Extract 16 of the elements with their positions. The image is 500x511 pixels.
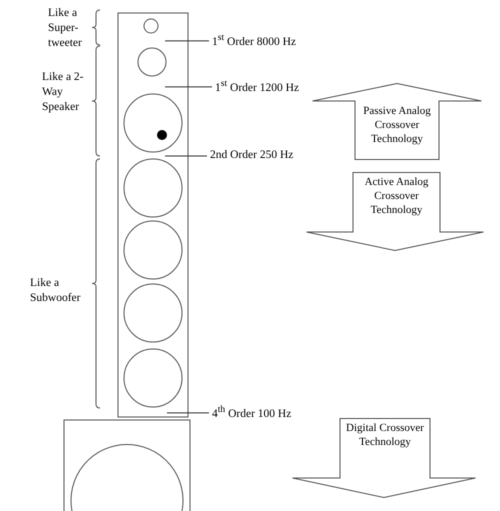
arrow-label: Digital Crossover Technology <box>345 421 425 449</box>
crossover-order-label: 4$^{th}$ Order 100 Hz <box>212 403 292 421</box>
speaker-role-label: Like a Super-tweeter <box>48 6 83 51</box>
leader-line <box>164 40 210 42</box>
block-arrow <box>306 172 484 251</box>
leader-line <box>166 412 210 414</box>
block-arrow <box>312 83 482 160</box>
crossover-order-label: 1$^{st}$ Order 8000 Hz <box>212 31 296 49</box>
block-arrow <box>292 418 476 498</box>
speaker-role-label: Like a Subwoofer <box>30 276 82 306</box>
arrow-label: Active Analog Crossover Technology <box>364 175 430 217</box>
arrow-label: Passive Analog Crossover Technology <box>362 104 432 146</box>
crossover-order-label: 1$^{st}$ Order 1200 Hz <box>215 77 299 95</box>
crossover-order-label: 2nd Order 250 Hz <box>210 148 294 162</box>
speaker-role-label: Like a 2-Way Speaker <box>42 70 85 115</box>
leader-line <box>164 86 212 88</box>
